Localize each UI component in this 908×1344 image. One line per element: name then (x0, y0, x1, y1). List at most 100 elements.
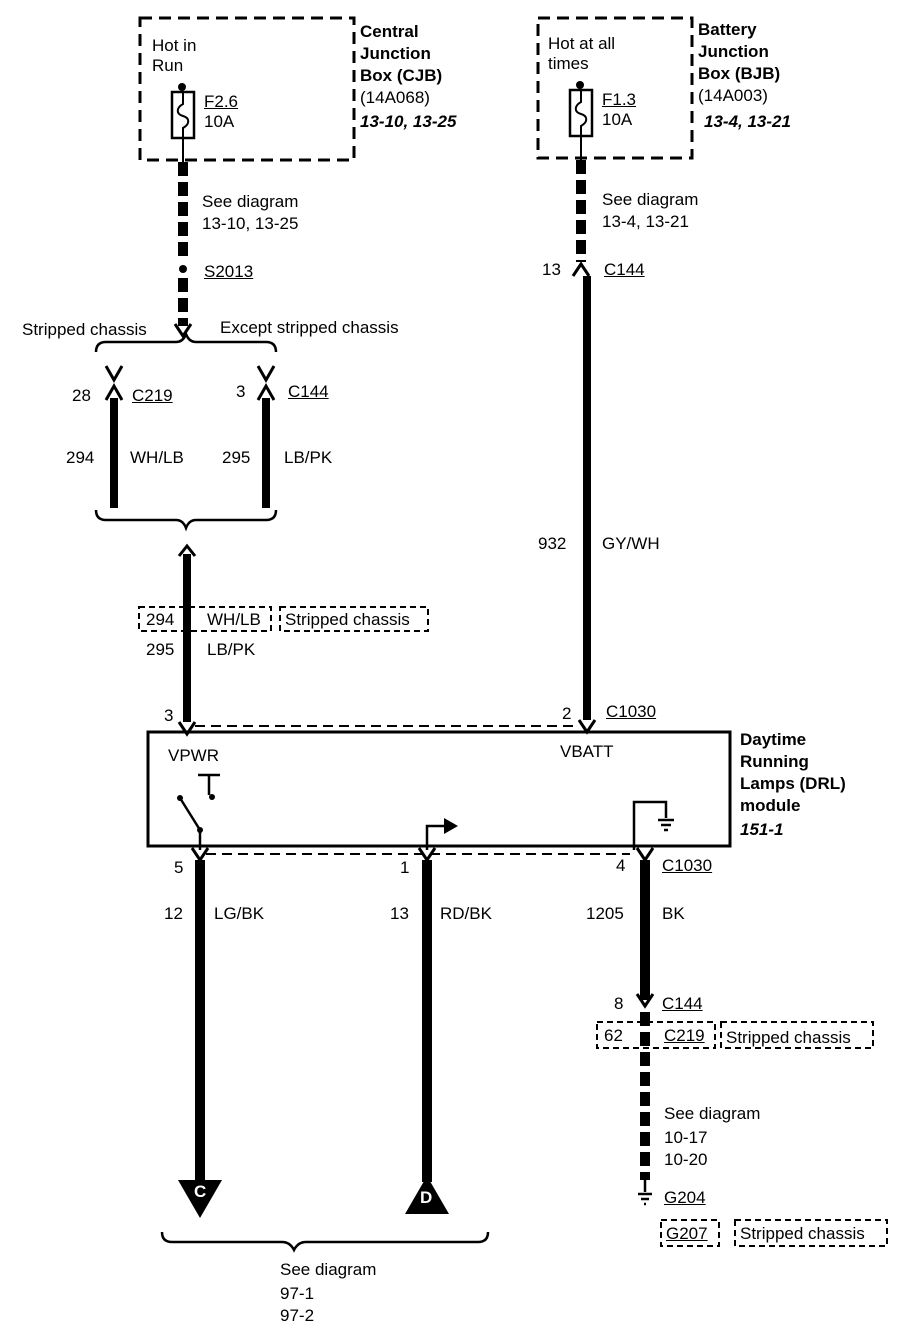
merged-stripped-note: Stripped chassis (285, 610, 410, 629)
bjb-name-2: Junction (698, 42, 769, 61)
g207-stripped-note: Stripped chassis (740, 1224, 865, 1243)
drl-module-box (146, 730, 732, 848)
drl-name-2: Running (740, 752, 809, 771)
wire-1205-color: BK (662, 904, 685, 923)
c144-right-pin: 13 (542, 260, 561, 279)
pin4-see-diagram: See diagram (664, 1104, 761, 1123)
left-see-refs: 13-10, 13-25 (202, 214, 299, 233)
pin4-see-ref-1: 10-17 (664, 1128, 708, 1147)
right-see-diagram: See diagram (602, 190, 699, 209)
wire-932-color: GY/WH (602, 534, 660, 553)
splice-s2013: S2013 (204, 262, 254, 281)
c219-bottom-pin: 62 (604, 1026, 623, 1045)
offpage-c-label: C (194, 1182, 207, 1201)
c219-bottom-connector-label: C219 (664, 1026, 705, 1045)
bjb-refs: 13-4, 13-21 (704, 112, 791, 131)
bjb-name-3: Box (BJB) (698, 64, 781, 83)
cjb-hot-label-1: Hot in (152, 36, 197, 55)
c144-bottom-connector-icon (635, 993, 655, 1009)
offpage-d-icon (405, 1176, 449, 1214)
c144-left-connector-label: C144 (288, 382, 329, 401)
right-see-refs: 13-4, 13-21 (602, 212, 689, 231)
cjb-part: (14A068) (360, 88, 430, 107)
merged-stripped-dashed-box (279, 606, 429, 632)
module-pin3: 3 (164, 706, 174, 725)
drl-ref: 151-1 (740, 820, 784, 839)
pin4-see-ref-2: 10-20 (664, 1150, 708, 1169)
offpage-d-label: D (420, 1188, 433, 1207)
merged-294-color: WH/LB (207, 610, 261, 629)
c1030-top-connector-label: C1030 (606, 702, 657, 721)
merged-connector-icon (177, 543, 197, 557)
cjb-box (138, 16, 356, 162)
g207-dashed-box (660, 1219, 720, 1247)
c144-bottom-pin: 8 (614, 994, 624, 1013)
bjb-name-1: Battery (698, 20, 757, 39)
c144-left-pin: 3 (236, 382, 246, 401)
bjb-fuse-rating: 10A (602, 110, 633, 129)
cjb-fuse-icon (170, 83, 196, 162)
wire-295-color: LB/PK (284, 448, 333, 467)
module-pin4: 4 (616, 856, 626, 875)
cjb-refs: 13-10, 13-25 (360, 112, 457, 131)
c219-bottom-dashed-box (596, 1021, 716, 1049)
bottom-see-diagram: See diagram (280, 1260, 377, 1279)
splice-connector-icon (173, 323, 193, 339)
ground-g207-label: G207 (666, 1224, 708, 1243)
module-pin3-connector-icon (177, 721, 197, 737)
module-ground-icon (632, 800, 674, 850)
wire-1205-number: 1205 (586, 904, 624, 923)
c144-left-connector-icon (256, 365, 276, 401)
stripped-chassis-label: Stripped chassis (22, 320, 147, 339)
c219-pin: 28 (72, 386, 91, 405)
vpwr-switch-icon (177, 773, 220, 850)
drl-name-3: Lamps (DRL) (740, 774, 846, 793)
cjb-fuse-id: F2.6 (204, 92, 239, 111)
bjb-part: (14A003) (698, 86, 768, 105)
merged-294-number: 294 (146, 610, 175, 629)
bjb-hot-label-2: times (548, 54, 589, 73)
except-stripped-label: Except stripped chassis (220, 318, 399, 337)
wire-295-number: 295 (222, 448, 251, 467)
vpwr-label: VPWR (168, 746, 219, 765)
wire-12-number: 12 (164, 904, 183, 923)
c1030-bottom-connector-label: C1030 (662, 856, 713, 875)
c144-right-connector-label: C144 (604, 260, 645, 279)
cjb-name-1: Central (360, 22, 419, 41)
left-see-diagram: See diagram (202, 192, 299, 211)
c144-right-connector-icon (571, 261, 591, 277)
c219-stripped-dashed-box (720, 1021, 874, 1049)
merged-295-number: 295 (146, 640, 175, 659)
pin4-connector-icon (635, 847, 655, 863)
bottom-ref-2: 97-2 (280, 1306, 315, 1325)
module-pin2: 2 (562, 704, 572, 723)
merged-294-dashed-box (138, 606, 272, 632)
wire-294-number: 294 (66, 448, 95, 467)
c144-bottom-connector-label: C144 (662, 994, 703, 1013)
pin1-output-arrow-icon (425, 818, 458, 850)
bjb-hot-label-1: Hot at all (548, 34, 616, 53)
cjb-name-3: Box (CJB) (360, 66, 443, 85)
cjb-hot-label-2: Run (152, 56, 184, 75)
bottom-brace (94, 509, 278, 532)
wire-932-number: 932 (538, 534, 567, 553)
wire-294-color: WH/LB (130, 448, 184, 467)
cjb-name-2: Junction (360, 44, 431, 63)
drl-name-4: module (740, 796, 801, 815)
ground-g204-label: G204 (664, 1188, 706, 1207)
wire-13-number: 13 (390, 904, 409, 923)
module-pin2-connector-icon (577, 719, 597, 735)
bjb-fuse-icon (568, 81, 594, 160)
bottom-output-brace (160, 1231, 490, 1253)
c219-stripped-note: Stripped chassis (726, 1028, 851, 1047)
c219-connector-icon (104, 365, 124, 401)
offpage-c-icon (178, 1180, 222, 1218)
bjb-fuse-id: F1.3 (602, 90, 637, 109)
wire-13-color: RD/BK (440, 904, 492, 923)
module-pin1: 1 (400, 858, 410, 877)
drl-name-1: Daytime (740, 730, 807, 749)
s2013-splice-icon (179, 265, 187, 273)
g207-stripped-dashed-box (734, 1219, 888, 1247)
cjb-fuse-rating: 10A (204, 112, 235, 131)
